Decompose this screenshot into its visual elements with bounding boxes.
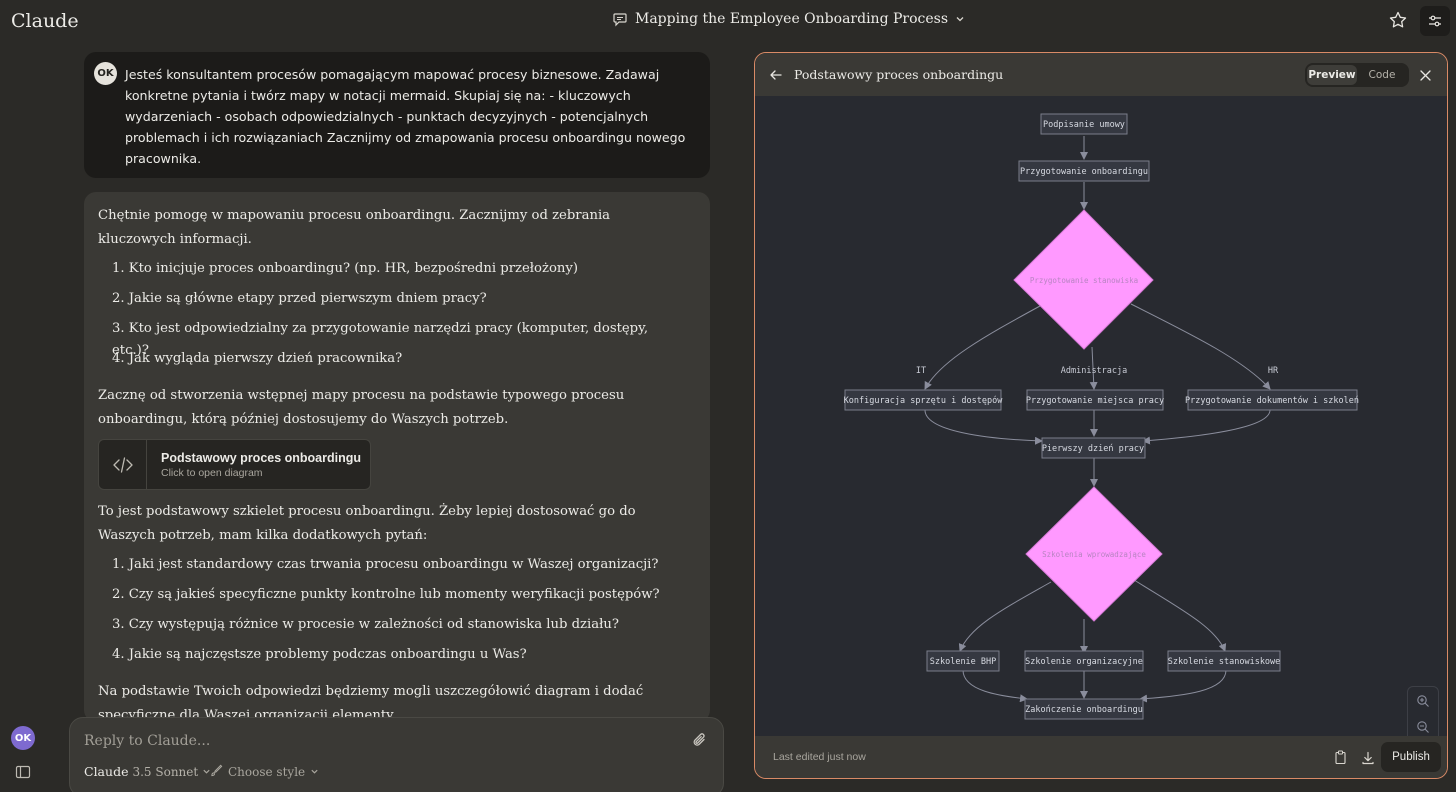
artifact-panel-footer: Last edited just now Publish — [755, 736, 1447, 778]
model-selector[interactable]: Claude 3.5 Sonnet — [84, 764, 211, 779]
settings-sliders-icon[interactable] — [1420, 6, 1450, 36]
last-edited-status: Last edited just now — [773, 751, 866, 763]
list-item: 1. Kto inicjuje proces onboardingu? (np.… — [112, 261, 578, 276]
artifact-panel-header: Podstawowy proces onboardingu Preview Co… — [755, 53, 1447, 96]
node-label: Konfiguracja sprzętu i dostępów — [844, 395, 1004, 406]
node-label: Przygotowanie onboardingu — [1020, 167, 1148, 177]
arrow-left-icon[interactable] — [769, 67, 783, 86]
artifact-card[interactable]: Podstawowy proces onboardingu Click to o… — [98, 439, 371, 490]
user-message: OK Jesteś konsultantem procesów pomagają… — [84, 52, 710, 178]
artifact-card-subtitle: Click to open diagram — [161, 466, 263, 479]
edge-label-it: IT — [916, 366, 926, 376]
node-n2: Przygotowanie onboardingu — [1018, 160, 1150, 182]
node-label: Przygotowanie dokumentów i szkoleń — [1185, 395, 1359, 406]
reply-input[interactable] — [84, 730, 644, 752]
node-n6: Pierwszy dzień pracy — [1041, 437, 1146, 459]
style-selector[interactable]: Choose style — [210, 764, 319, 780]
list-item: 3. Czy występują różnice w procesie w za… — [112, 617, 619, 632]
artifact-panel: Podstawowy proces onboardingu Preview Co… — [754, 52, 1448, 779]
diagram-canvas[interactable]: IT Administracja HR Podpisanie umowy Prz… — [755, 96, 1447, 772]
assistant-followup: To jest podstawowy szkielet procesu onbo… — [98, 504, 636, 543]
artifact-panel-title: Podstawowy proces onboardingu — [794, 67, 1004, 82]
assistant-message: Chętnie pomogę w mapowaniu procesu onboa… — [84, 192, 710, 722]
publish-button[interactable]: Publish — [1381, 742, 1441, 772]
user-avatar: OK — [94, 62, 117, 85]
node-label: Pierwszy dzień pracy — [1042, 444, 1144, 454]
node-n8: Szkolenie organizacyjne — [1024, 650, 1144, 672]
list-item: 3. Kto jest odpowiedzialny za przygotowa… — [112, 321, 649, 358]
chat-bubble-icon — [612, 11, 628, 27]
brush-icon — [210, 764, 223, 780]
node-label: Szkolenie organizacyjne — [1025, 657, 1143, 667]
node-label: Przygotowanie miejsca pracy — [1026, 396, 1164, 406]
node-label: Szkolenia wprowadzające — [1042, 550, 1146, 559]
close-icon[interactable] — [1419, 67, 1432, 86]
tab-code[interactable]: Code — [1368, 69, 1396, 81]
zoom-out-icon[interactable] — [1416, 719, 1430, 738]
node-n4: Przygotowanie miejsca pracy — [1026, 389, 1164, 411]
assistant-middle: Zacznę od stworzenia wstępnej mapy proce… — [98, 388, 625, 427]
node-n9: Szkolenie stanowiskowe — [1167, 650, 1281, 672]
tab-preview[interactable]: Preview — [1307, 65, 1357, 85]
edge-label-admin: Administracja — [1061, 366, 1128, 376]
node-n3: Konfiguracja sprzętu i dostępów — [844, 389, 1004, 411]
zoom-in-icon[interactable] — [1416, 693, 1430, 712]
top-bar: Claude Mapping the Employee Onboarding P… — [0, 0, 1456, 42]
composer: Claude 3.5 Sonnet Choose style — [69, 717, 724, 792]
conversation-title[interactable]: Mapping the Employee Onboarding Process — [612, 11, 965, 27]
node-label: Szkolenie BHP — [930, 657, 997, 667]
conversation-title-text: Mapping the Employee Onboarding Process — [635, 11, 949, 27]
edge-label-hr: HR — [1268, 366, 1279, 376]
account-avatar[interactable]: OK — [11, 726, 35, 750]
user-message-text: Jesteś konsultantem procesów pomagającym… — [125, 67, 686, 166]
diagram-edges — [924, 136, 1271, 703]
node-label: Przygotowanie stanowiska — [1030, 276, 1138, 285]
node-label: Zakończenie onboardingu — [1025, 705, 1143, 715]
list-item: 2. Jakie są główne etapy przed pierwszym… — [112, 291, 487, 306]
node-label: Szkolenie stanowiskowe — [1168, 657, 1281, 667]
sidebar-toggle-icon[interactable] — [15, 764, 31, 783]
list-item: 2. Czy są jakieś specyficzne punkty kont… — [112, 587, 660, 602]
assistant-intro: Chętnie pomogę w mapowaniu procesu onboa… — [98, 208, 611, 247]
code-icon — [99, 440, 147, 489]
view-toggle: Preview Code — [1305, 63, 1409, 87]
chevron-down-icon — [955, 14, 965, 24]
question-list-2: 1. Jaki jest standardowy czas trwania pr… — [98, 554, 688, 674]
node-label: Podpisanie umowy — [1043, 120, 1125, 130]
flowchart-svg: IT Administracja HR Podpisanie umowy Prz… — [844, 113, 1359, 720]
clipboard-icon[interactable] — [1334, 750, 1347, 769]
star-icon[interactable] — [1388, 10, 1408, 34]
node-n5: Przygotowanie dokumentów i szkoleń — [1185, 389, 1359, 411]
download-icon[interactable] — [1361, 750, 1375, 769]
brand-logo[interactable]: Claude — [11, 10, 79, 32]
node-n7: Szkolenie BHP — [926, 650, 1000, 672]
assistant-closing: Na podstawie Twoich odpowiedzi będziemy … — [98, 684, 644, 722]
style-label: Choose style — [228, 765, 306, 779]
diagram-edge-labels: IT Administracja HR — [916, 366, 1279, 376]
question-list-1: 1. Kto inicjuje proces onboardingu? (np.… — [98, 258, 688, 378]
artifact-card-title: Podstawowy proces onboardingu — [161, 450, 362, 465]
model-name: Claude — [84, 764, 129, 779]
decision-d2: Szkolenia wprowadzające — [1025, 486, 1163, 622]
chevron-down-icon — [202, 764, 211, 779]
list-item: 4. Jak wygląda pierwszy dzień pracownika… — [112, 351, 403, 366]
paperclip-icon[interactable] — [692, 731, 708, 753]
list-item: 4. Jakie są najczęstsze problemy podczas… — [112, 647, 527, 662]
node-n10: Zakończenie onboardingu — [1024, 698, 1144, 720]
chevron-down-icon — [310, 765, 319, 779]
node-n1: Podpisanie umowy — [1040, 113, 1128, 135]
list-item: 1. Jaki jest standardowy czas trwania pr… — [112, 557, 659, 572]
diagram-nodes: Podpisanie umowy Przygotowanie onboardin… — [844, 113, 1359, 720]
decision-d1: Przygotowanie stanowiska — [1013, 209, 1154, 350]
model-version: 3.5 Sonnet — [132, 764, 199, 779]
